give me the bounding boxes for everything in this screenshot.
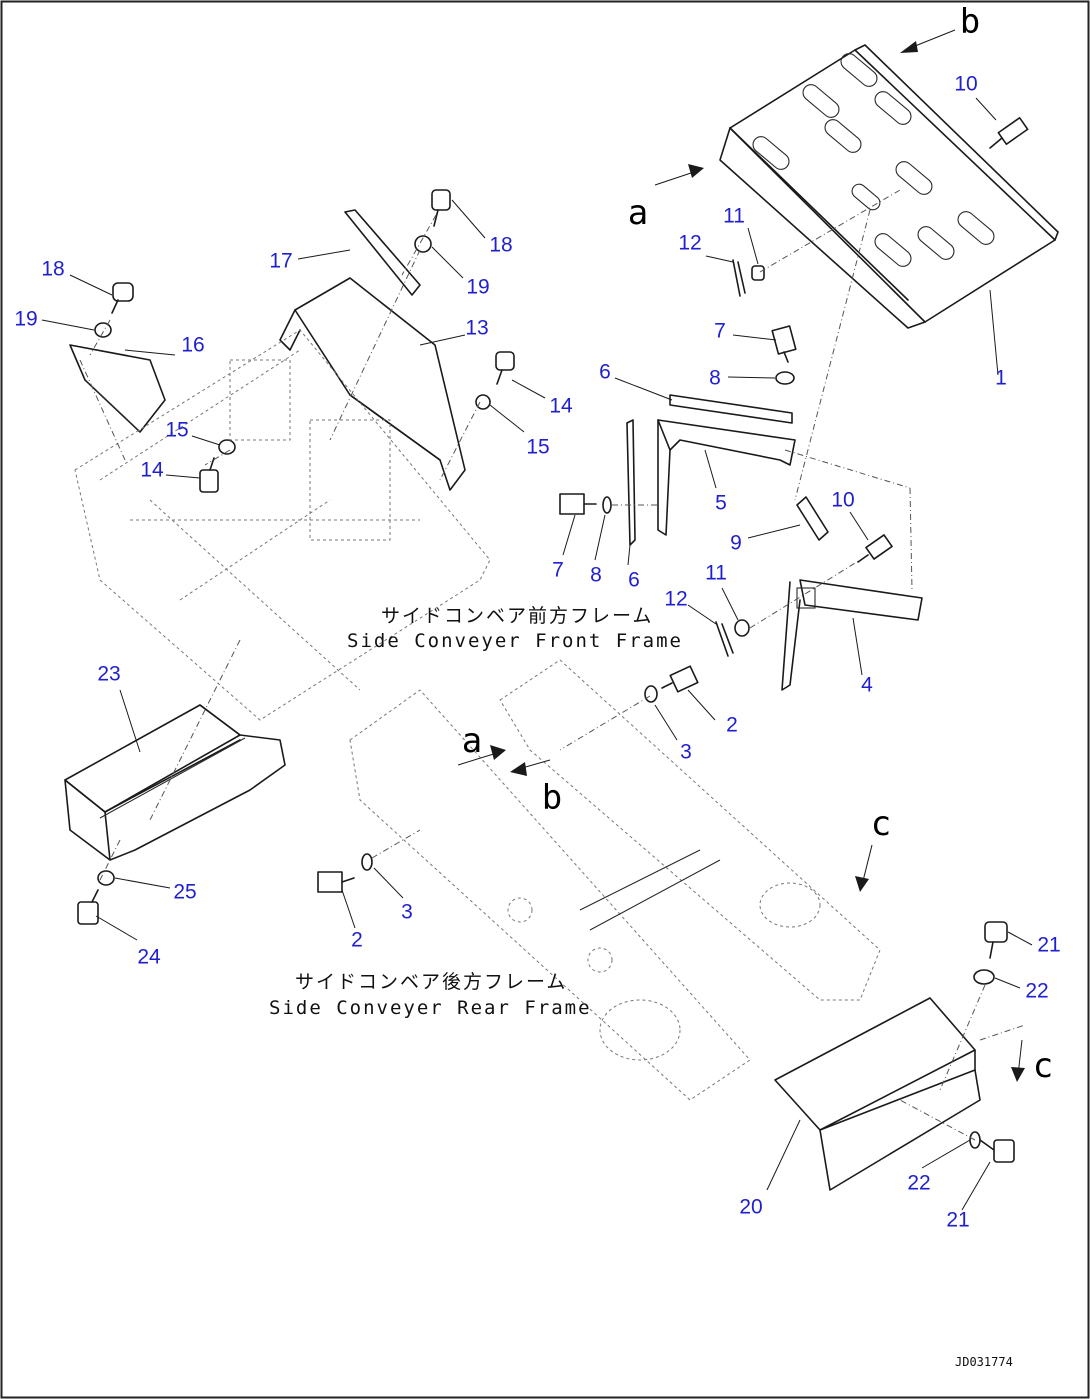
part-16-cover — [69, 344, 166, 433]
part-7-bolt-left — [559, 493, 597, 515]
part-9-link — [796, 496, 829, 541]
part-23-channel — [64, 704, 286, 861]
callout-13[interactable]: 13 — [465, 316, 489, 340]
part-18-bolt-left — [111, 282, 134, 314]
callout-4[interactable]: 4 — [861, 673, 873, 697]
step-plate-slots — [752, 53, 995, 267]
callout-14[interactable]: 14 — [140, 458, 164, 482]
part-4-arm — [781, 579, 923, 691]
view-letter-b: b — [541, 778, 563, 818]
part-2-bolt-upper — [661, 665, 699, 693]
callout-16[interactable]: 16 — [181, 333, 205, 357]
part-21-bolt-bottom — [979, 1139, 1015, 1163]
callout-15[interactable]: 15 — [526, 435, 550, 459]
part-11-nut-lower — [734, 619, 750, 637]
leader-lines — [41, 97, 1033, 1211]
callout-18[interactable]: 18 — [489, 233, 513, 257]
part-5-bracket — [657, 419, 796, 536]
part-3-washer-upper — [644, 685, 658, 703]
callout-14[interactable]: 14 — [549, 394, 573, 418]
part-25-washer — [97, 870, 115, 886]
callout-8[interactable]: 8 — [709, 366, 721, 390]
callout-6[interactable]: 6 — [628, 568, 640, 592]
callout-12[interactable]: 12 — [678, 231, 702, 255]
callout-3[interactable]: 3 — [401, 900, 413, 924]
part-7-bolt-mid — [771, 325, 797, 363]
part-10-bolt-top — [989, 117, 1029, 149]
callout-25[interactable]: 25 — [173, 880, 197, 904]
part-8-washer-left — [602, 496, 612, 514]
part-13-cover — [279, 277, 466, 491]
part-19-washer-top — [414, 235, 432, 253]
callout-9[interactable]: 9 — [730, 531, 742, 555]
callout-19[interactable]: 19 — [466, 275, 490, 299]
callout-8[interactable]: 8 — [590, 563, 602, 587]
part-6-strip-vertical — [626, 419, 636, 546]
callout-22[interactable]: 22 — [907, 1171, 931, 1195]
callout-17[interactable]: 17 — [269, 249, 293, 273]
callout-19[interactable]: 19 — [14, 307, 38, 331]
callout-18[interactable]: 18 — [41, 257, 65, 281]
part-20-cover — [774, 997, 981, 1191]
callout-21[interactable]: 21 — [946, 1208, 970, 1232]
center-lines — [79, 189, 1026, 1141]
part-15-washer-left — [218, 439, 236, 455]
view-letter-b: b — [959, 2, 981, 42]
callout-7[interactable]: 7 — [714, 319, 726, 343]
rear-frame-note-jp: サイドコンベア後方フレーム — [295, 971, 568, 993]
view-letter-c: c — [870, 804, 892, 844]
callout-15[interactable]: 15 — [165, 418, 189, 442]
callout-7[interactable]: 7 — [552, 558, 564, 582]
part-12-clip-lower — [715, 621, 734, 657]
front-frame-note-en: Side Conveyer Front Frame — [347, 630, 683, 652]
callout-6[interactable]: 6 — [599, 360, 611, 384]
callout-3[interactable]: 3 — [680, 740, 692, 764]
rear-frame-note-en: Side Conveyer Rear Frame — [269, 997, 592, 1019]
part-19-washer-left — [94, 322, 112, 338]
callout-2[interactable]: 2 — [351, 928, 363, 952]
part-14-bolt-left — [199, 457, 219, 493]
callout-2[interactable]: 2 — [726, 713, 738, 737]
part-22-washer-top — [973, 969, 995, 985]
part-12-clip-top — [732, 259, 746, 297]
part-17-strip — [344, 209, 421, 296]
part-24-bolt — [77, 889, 99, 925]
part-18-bolt-top — [431, 189, 451, 227]
view-letter-a: a — [627, 193, 649, 233]
document-id: JD031774 — [955, 1355, 1013, 1369]
front-frame-note-jp: サイドコンベア前方フレーム — [381, 605, 654, 627]
side-conveyer-rear-frame — [349, 659, 881, 1101]
part-21-bolt-top — [984, 921, 1008, 959]
view-letter-c: c — [1032, 1046, 1054, 1086]
part-3-washer-lower — [361, 853, 373, 871]
callout-24[interactable]: 24 — [137, 945, 161, 969]
callout-23[interactable]: 23 — [97, 662, 121, 686]
callout-20[interactable]: 20 — [739, 1195, 763, 1219]
callout-22[interactable]: 22 — [1025, 979, 1049, 1003]
part-10-bolt-lower — [857, 534, 893, 563]
callout-10[interactable]: 10 — [831, 488, 855, 512]
callout-11[interactable]: 11 — [705, 561, 727, 585]
callout-11[interactable]: 11 — [723, 204, 745, 228]
part-2-bolt-lower — [317, 871, 355, 893]
view-letter-a: a — [461, 721, 483, 761]
part-14-bolt-right — [495, 351, 515, 385]
part-15-washer-right — [475, 394, 491, 410]
part-6-strip-top — [669, 394, 793, 424]
part-1-step-plate — [719, 44, 1059, 329]
part-11-nut-top — [751, 265, 765, 281]
part-8-washer-mid — [775, 371, 795, 385]
callout-10[interactable]: 10 — [954, 72, 978, 96]
side-conveyer-front-frame — [74, 329, 491, 721]
callout-1[interactable]: 1 — [995, 366, 1007, 390]
callout-21[interactable]: 21 — [1037, 933, 1061, 957]
view-arrows — [457, 29, 1025, 1082]
callout-5[interactable]: 5 — [715, 491, 727, 515]
callout-12[interactable]: 12 — [664, 587, 688, 611]
